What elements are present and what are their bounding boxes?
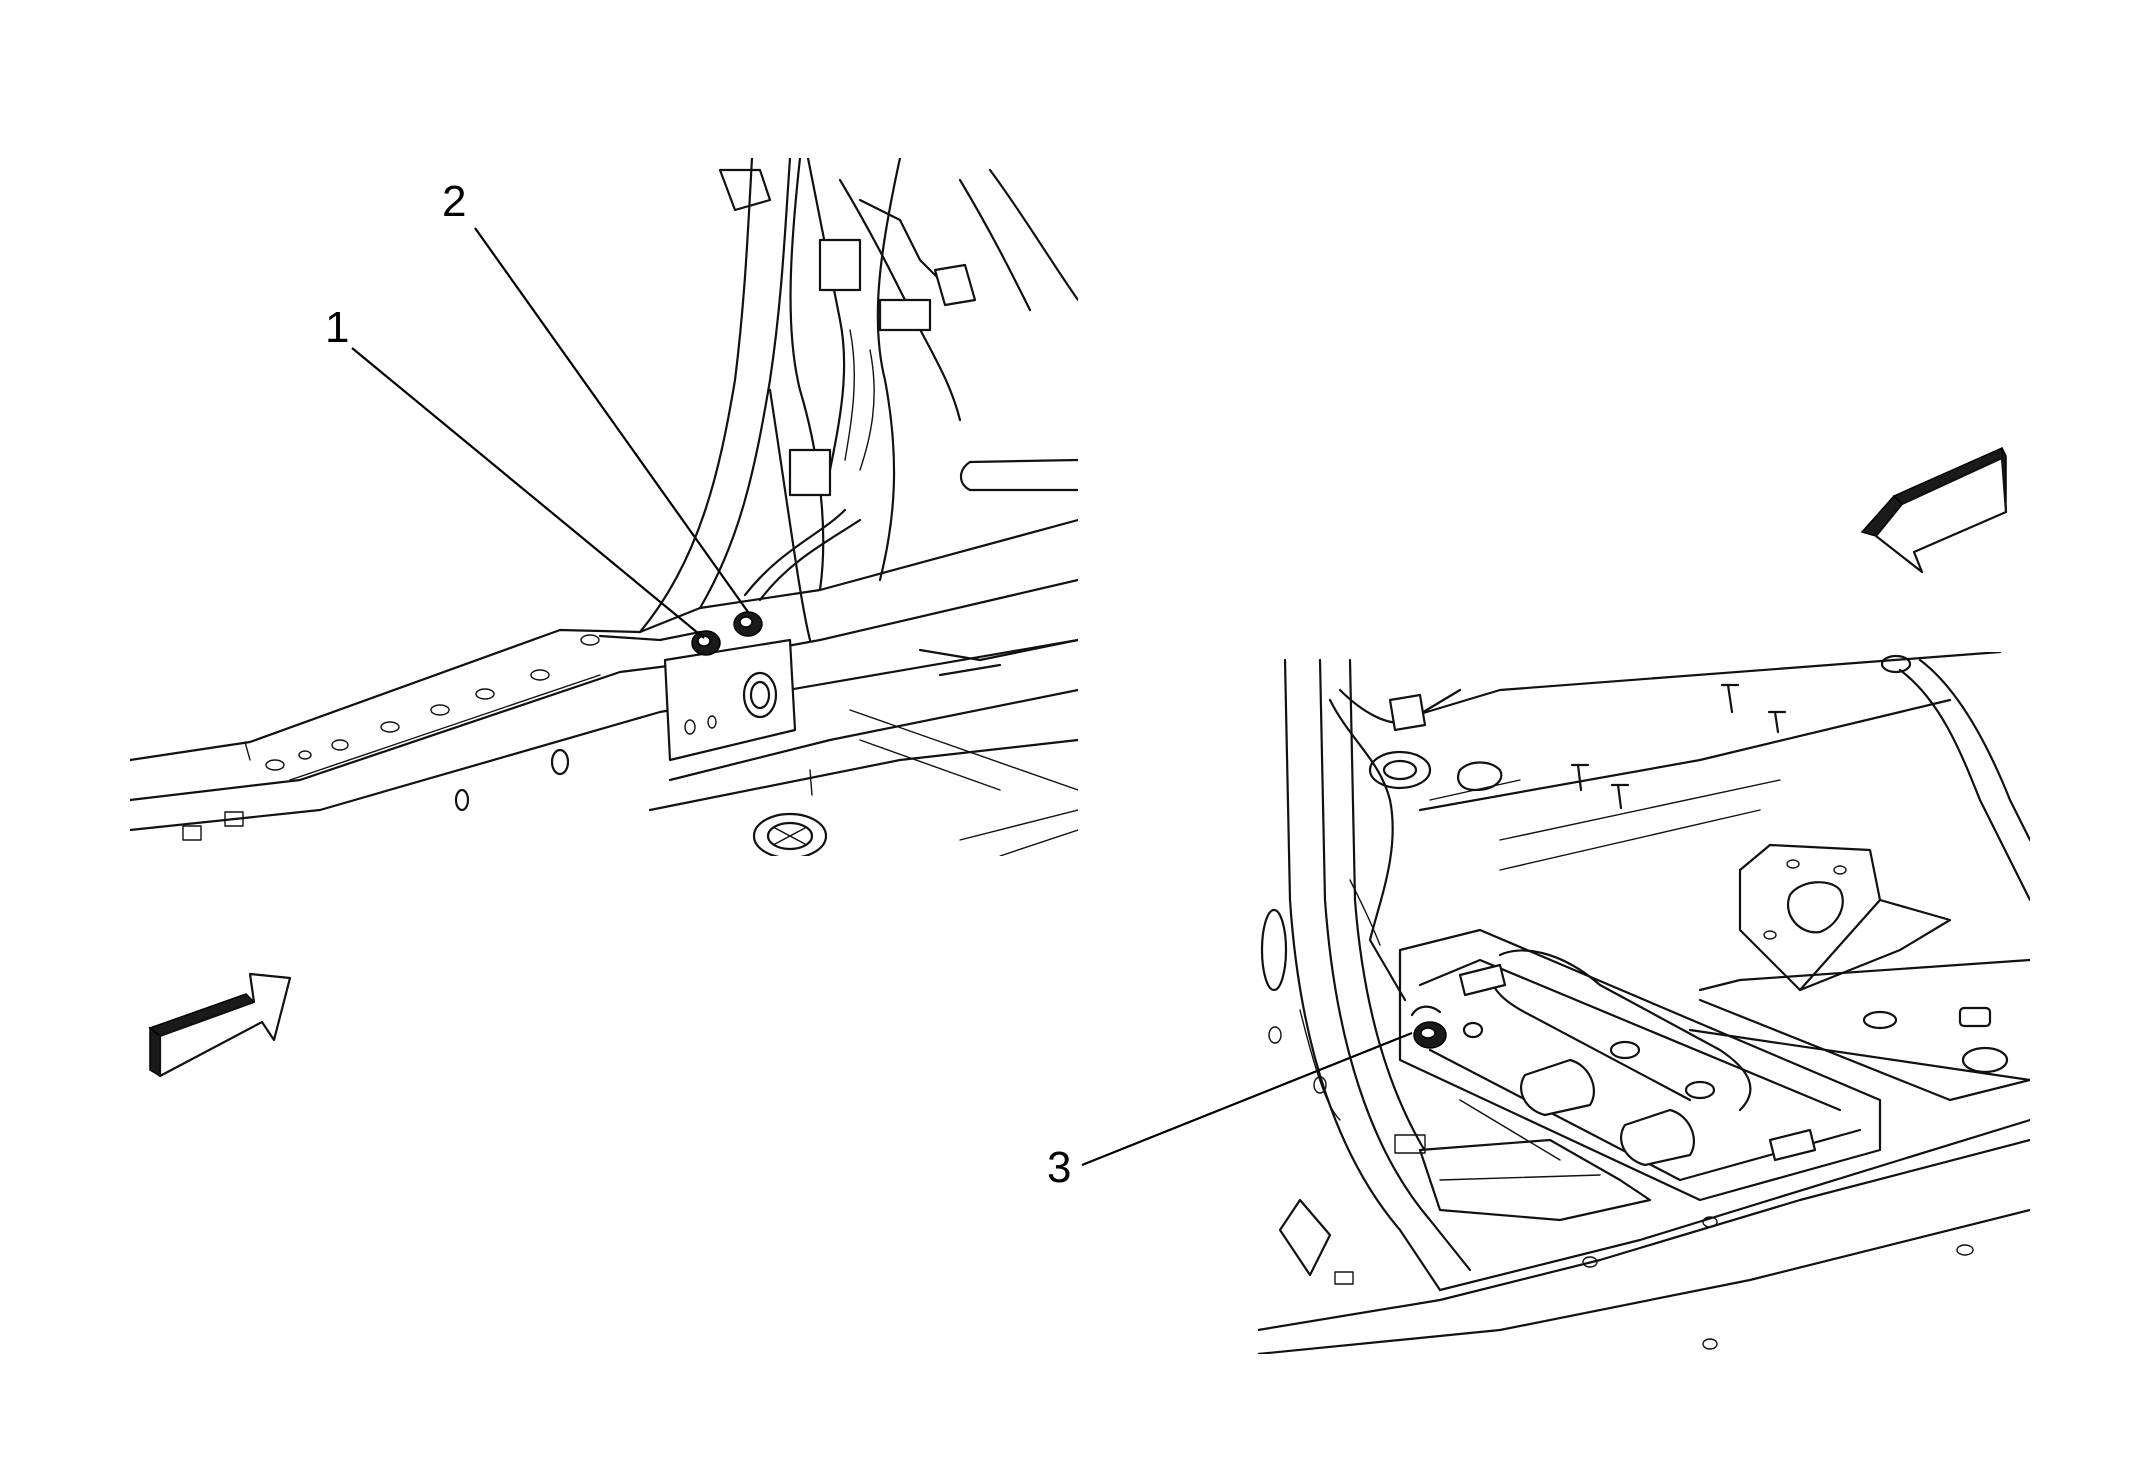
floor-grommet — [752, 812, 828, 856]
direction-arrow-icon — [148, 972, 292, 1078]
ground-bolt-3 — [1410, 1005, 1447, 1049]
sill-holes — [265, 634, 600, 812]
cross-member — [1398, 928, 1882, 1202]
seat-bracket — [1738, 843, 1952, 992]
right-view-body — [1258, 652, 2030, 1354]
right-view — [1258, 652, 2030, 1354]
leader-line-3 — [1081, 1031, 1413, 1167]
left-view — [130, 158, 1078, 856]
callout-3: 3 — [1047, 1143, 1071, 1192]
direction-arrow-icon — [1860, 446, 2008, 574]
wiring-harness — [718, 158, 1078, 497]
floor-studs — [1570, 654, 1912, 810]
leader-line-1 — [351, 347, 705, 639]
callout-2: 2 — [442, 177, 466, 226]
left-view-body — [130, 158, 1078, 856]
leader-line-2 — [474, 227, 749, 613]
ground-bolt-2 — [733, 611, 763, 637]
callout-1: 1 — [325, 303, 349, 352]
ground-bolt-1 — [691, 630, 721, 656]
